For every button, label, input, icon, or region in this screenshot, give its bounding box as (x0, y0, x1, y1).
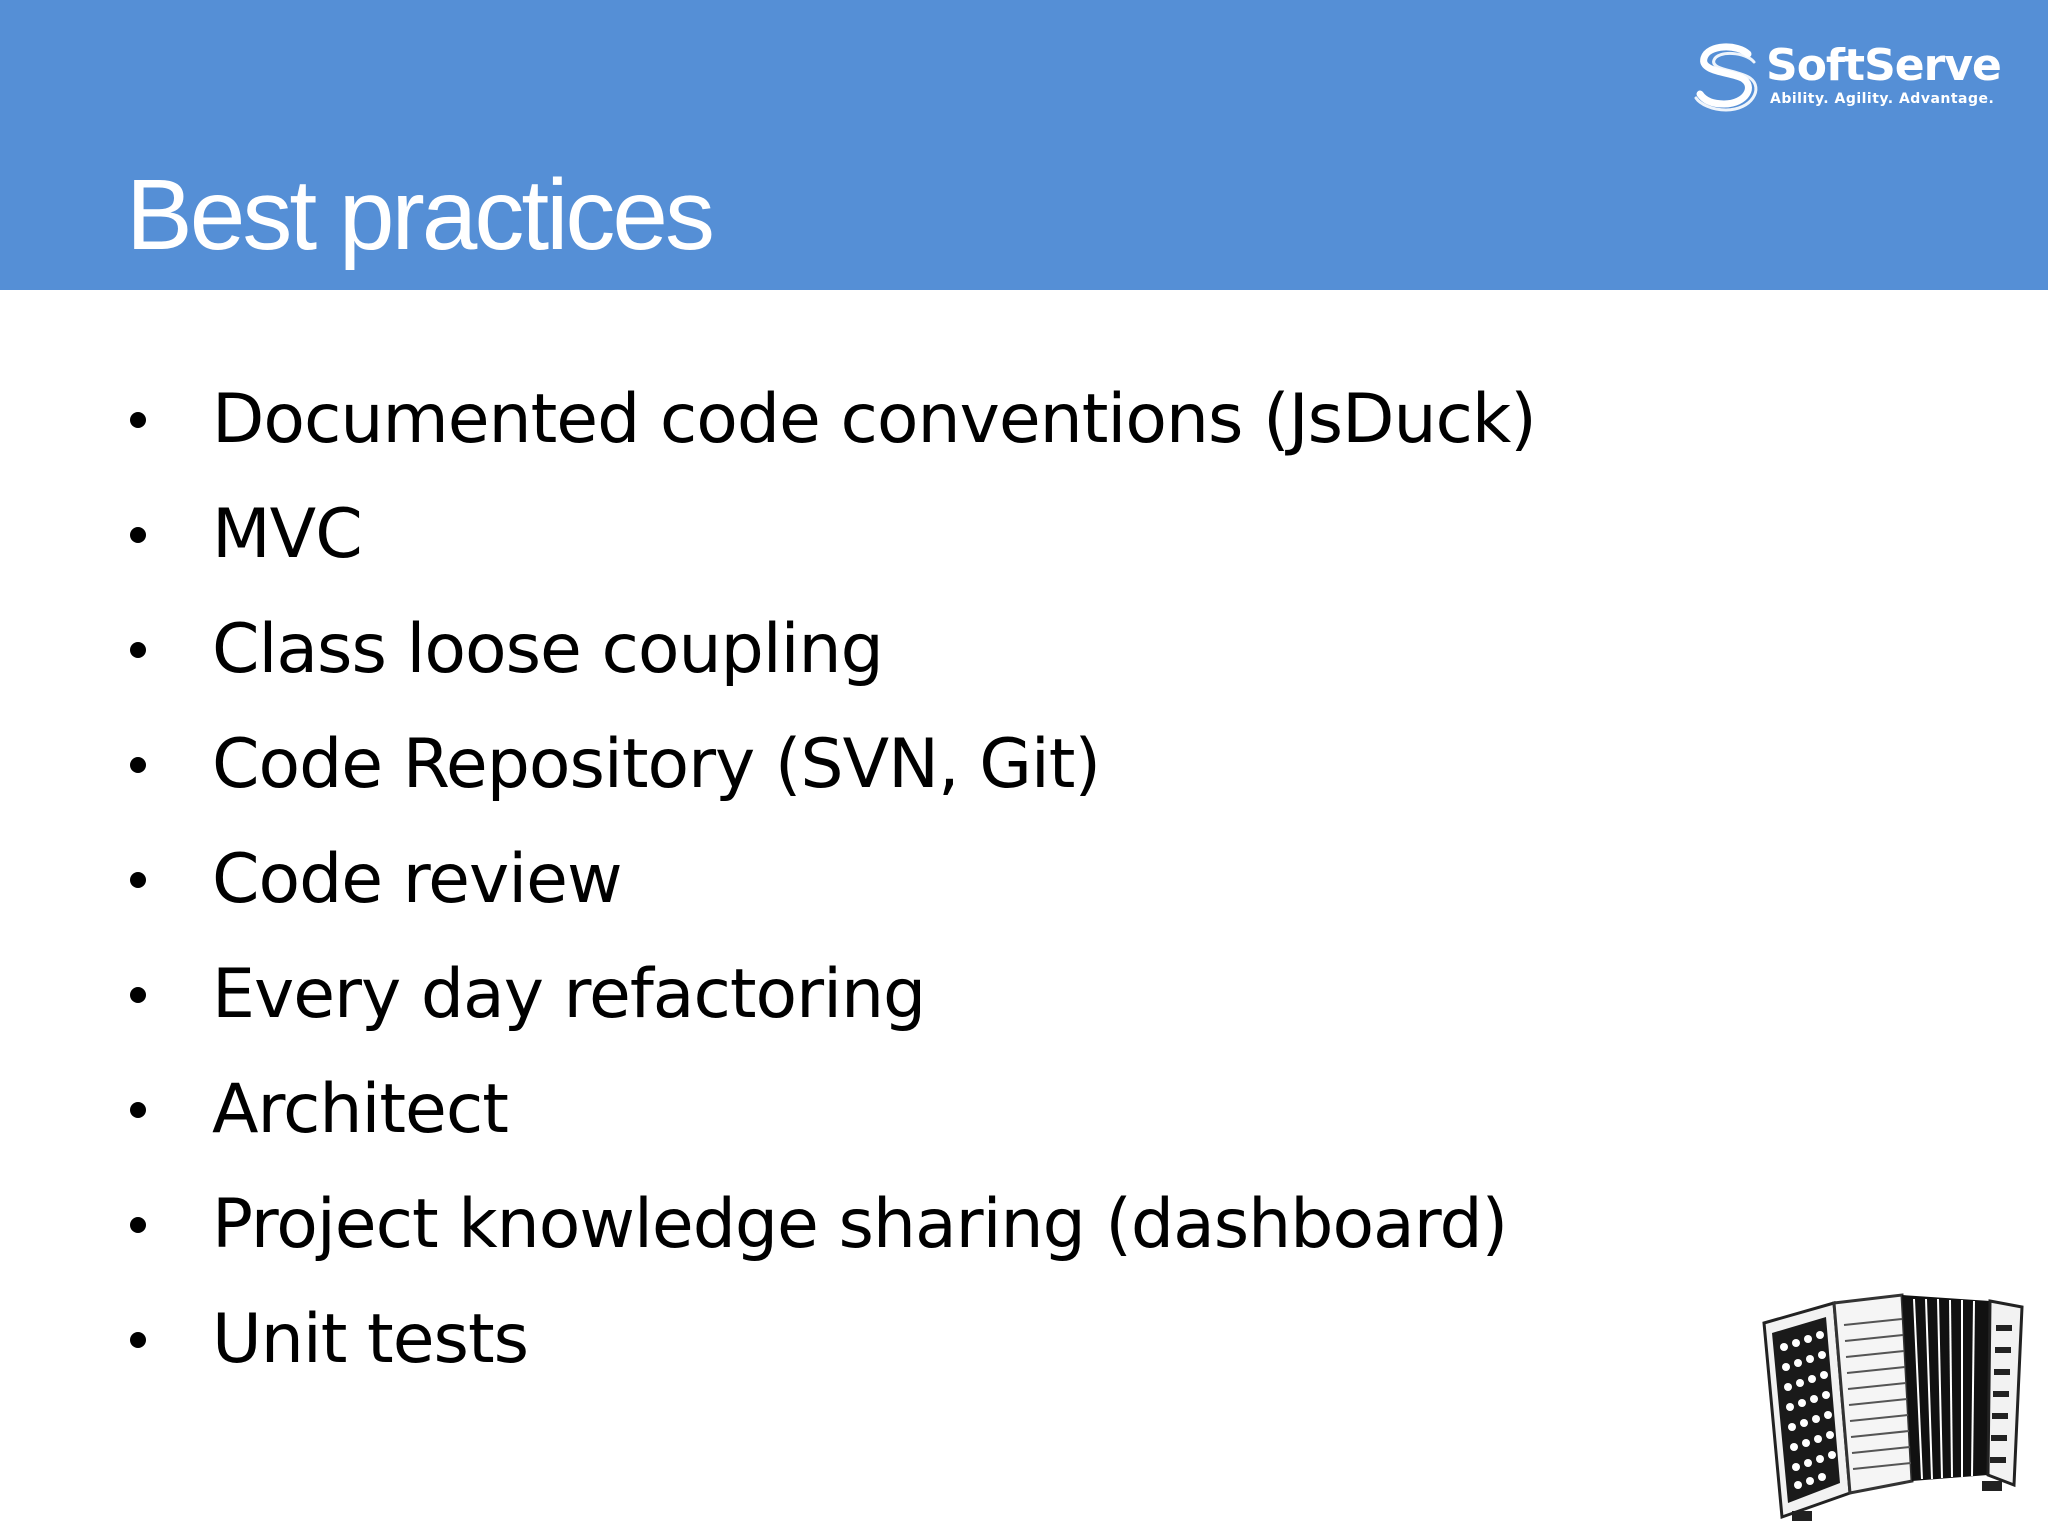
bullet-dot-icon (130, 1216, 146, 1233)
bullet-text: MVC (212, 494, 363, 574)
bullet-item: Documented code conventions (JsDuck) (120, 362, 1537, 477)
softserve-s-icon (1694, 43, 1758, 112)
bullet-item: Unit tests (120, 1282, 1536, 1397)
logo-tagline: Ability. Agility. Advantage. (1770, 91, 1995, 107)
bullet-dot-icon (130, 1331, 146, 1348)
bullet-list: Documented code conventions (JsDuck) MVC… (120, 362, 1537, 1397)
bullet-dot-icon (130, 871, 146, 888)
bullet-text: Code review (212, 839, 623, 919)
softserve-logo: SoftServe Ability. Agility. Advantage. (1690, 38, 2002, 118)
bullet-dot-icon (130, 526, 146, 543)
header-band: SoftServe Ability. Agility. Advantage. B… (0, 0, 2048, 290)
bullet-dot-icon (130, 641, 146, 658)
bullet-dot-icon (130, 1101, 146, 1118)
bullet-dot-icon (130, 986, 146, 1003)
bullet-dot-icon (130, 411, 146, 428)
bullet-text: Documented code conventions (JsDuck) (212, 379, 1537, 459)
bullet-item: Class loose coupling (120, 592, 1536, 707)
bullet-text: Code Repository (SVN, Git) (212, 724, 1101, 804)
bullet-item: Every day refactoring (120, 937, 1536, 1052)
bullet-text: Architect (212, 1069, 509, 1149)
bullet-item: Code review (120, 822, 1536, 937)
logo-name: SoftServe (1766, 40, 2002, 91)
accordion-icon (1762, 1293, 2024, 1521)
bullet-text: Unit tests (212, 1299, 529, 1379)
bullet-item: Project knowledge sharing (dashboard) (120, 1167, 1536, 1282)
slide-title: Best practices (126, 159, 715, 271)
bullet-dot-icon (130, 756, 146, 773)
bullet-item: Architect (120, 1052, 1536, 1167)
bullet-text: Every day refactoring (212, 954, 926, 1034)
bullet-item: MVC (120, 477, 1536, 592)
bullet-item: Code Repository (SVN, Git) (120, 707, 1536, 822)
bullet-text: Class loose coupling (212, 609, 884, 689)
bullet-text: Project knowledge sharing (dashboard) (212, 1184, 1508, 1264)
